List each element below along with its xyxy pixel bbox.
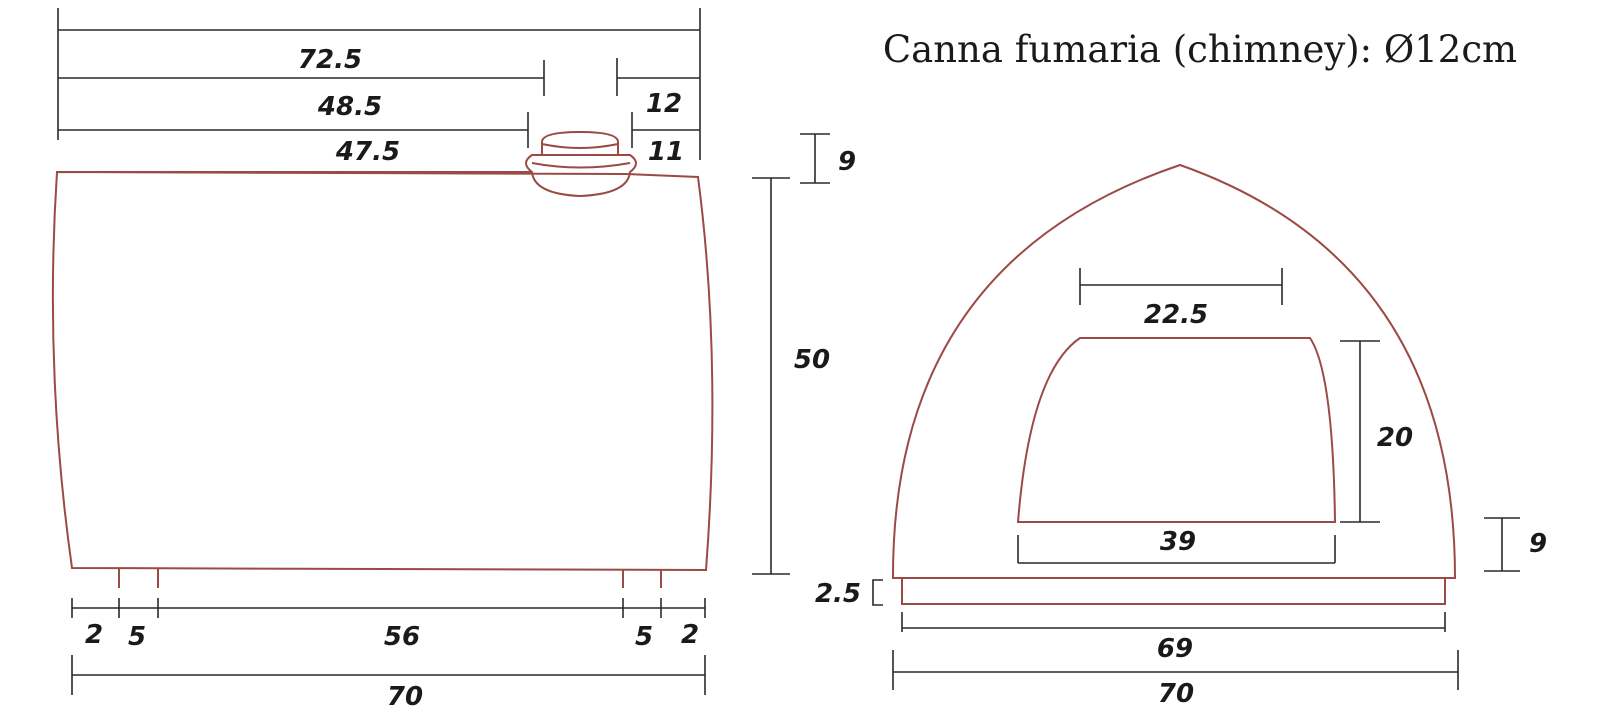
front-door-outline [1016, 337, 1337, 523]
dim-right-edge-2: 2 [681, 620, 699, 650]
side-body-outline [51, 170, 714, 572]
dim-middle-56: 56 [384, 622, 420, 652]
base-width-dimension [901, 612, 1446, 632]
dim-right-foot-5: 5 [635, 622, 653, 652]
dim-chimney-9: 9 [838, 147, 856, 177]
side-height-dimension [752, 177, 790, 575]
dim-door-base-9: 9 [1529, 529, 1547, 559]
dim-72-5: 72.5 [298, 45, 362, 75]
dim-door-bottom-39: 39 [1160, 527, 1196, 557]
dim-door-top-22-5: 22.5 [1144, 300, 1208, 330]
dim-chimney-11: 11 [648, 137, 684, 167]
front-dome-outline [891, 163, 1457, 579]
dim-base-thickness-2-5: 2.5 [815, 579, 861, 609]
front-base-slab [901, 577, 1446, 605]
side-top-dimensions [57, 8, 701, 160]
door-base-height-dimension [1484, 517, 1520, 572]
side-feet [118, 569, 662, 588]
base-thickness-bracket [872, 579, 883, 606]
front-view: 22.5 20 39 9 2.5 69 [815, 163, 1547, 709]
dim-total-70: 70 [387, 682, 423, 712]
dim-door-height-20: 20 [1377, 423, 1413, 453]
chimney-title: Canna fumaria (chimney): Ø12cm [883, 28, 1517, 71]
dim-47-5: 47.5 [335, 137, 400, 167]
dim-left-edge-2: 2 [85, 620, 103, 650]
side-chimney-height-dimension [800, 133, 830, 184]
front-total-width-dimension [892, 650, 1459, 690]
side-view: 72.5 48.5 47.5 12 11 9 50 [51, 8, 856, 712]
door-top-dimension [1079, 268, 1283, 305]
dim-base-width-69: 69 [1157, 634, 1193, 664]
dim-chimney-12: 12 [646, 89, 682, 119]
dim-height-50: 50 [794, 345, 830, 375]
side-chimney [525, 130, 637, 198]
door-bottom-dimension [1017, 535, 1336, 564]
dim-front-total-70: 70 [1158, 679, 1194, 709]
door-height-dimension [1340, 340, 1380, 523]
dim-left-foot-5: 5 [128, 622, 146, 652]
side-bottom-dimensions [71, 598, 706, 695]
dim-48-5: 48.5 [317, 92, 382, 122]
